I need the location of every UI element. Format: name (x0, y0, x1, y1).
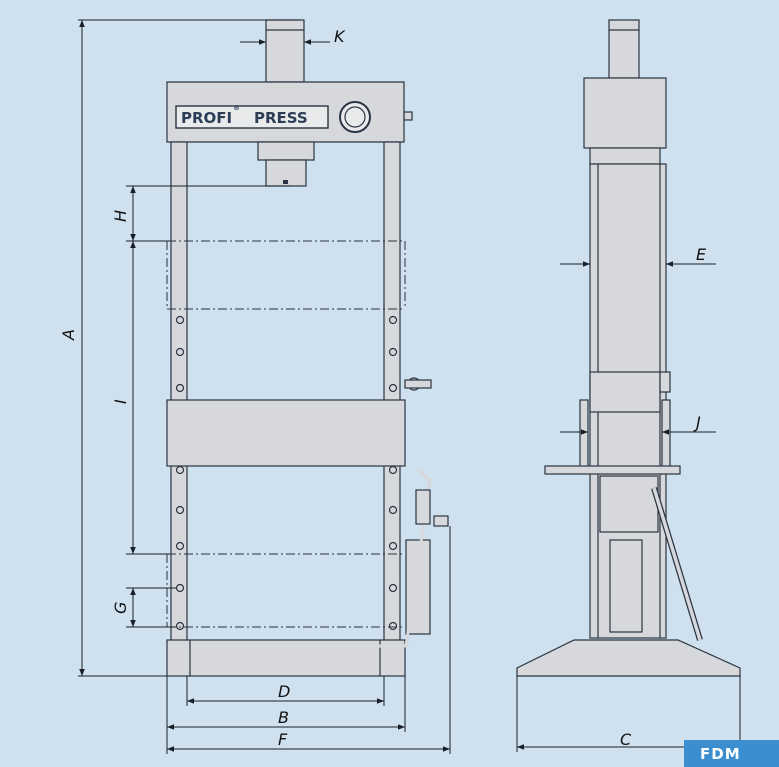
dim-label-h: H (111, 210, 130, 222)
dim-label-f: F (278, 730, 288, 749)
dim-label-a: A (59, 329, 78, 341)
side-head (583, 77, 667, 149)
side-cylinder-top (608, 19, 640, 79)
brand-plate (175, 105, 329, 129)
dim-label-i: I (111, 399, 130, 404)
dim-label-k: K (334, 27, 346, 46)
left-column (170, 141, 188, 643)
side-pump-reservoir (609, 539, 643, 633)
dimension-lines (78, 19, 741, 754)
dimension-labels: A H I G K D B F C E J (59, 27, 707, 749)
side-base (516, 639, 741, 677)
brand-name-part2: PRESS (254, 109, 308, 127)
side-table-plate (544, 465, 681, 475)
watermark-logo: FDM (684, 740, 779, 767)
dim-label-d: D (278, 682, 290, 701)
dim-label-g: G (111, 602, 130, 614)
side-view (516, 19, 741, 677)
brand-registered-mark: ® (233, 104, 240, 112)
cylinder-top (265, 19, 305, 83)
front-view: PROFI ® PRESS (166, 19, 449, 677)
pressure-gauge-icon (339, 101, 371, 133)
column-holes (175, 315, 398, 631)
dim-label-c: C (620, 730, 632, 749)
watermark-text: FDM (700, 745, 741, 763)
dim-label-b: B (278, 708, 289, 727)
piston-block (257, 141, 315, 161)
dim-label-j: J (693, 413, 701, 432)
press-table (166, 399, 406, 467)
dim-label-e: E (696, 245, 707, 264)
brand-name-part1: PROFI (181, 109, 232, 127)
right-column (383, 141, 401, 643)
side-valve-block (599, 475, 659, 533)
